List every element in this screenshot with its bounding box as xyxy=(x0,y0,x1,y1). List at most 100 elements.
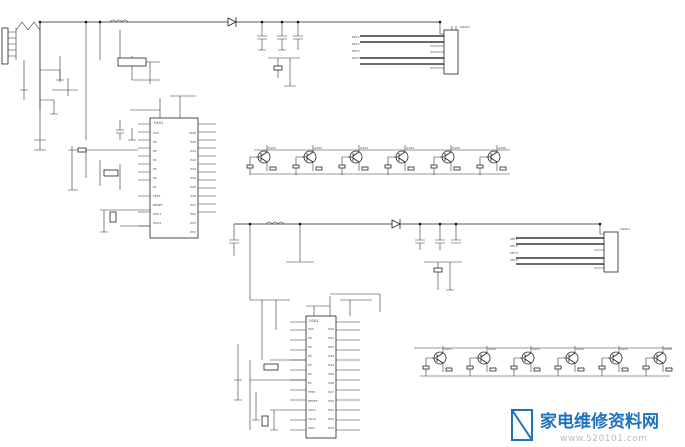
bottom-ic-pin-label: P3 xyxy=(308,363,312,367)
bottom-transistor: Q204 xyxy=(554,346,585,376)
top-driver-row xyxy=(250,149,510,175)
bottom-ic-label: U201 xyxy=(309,319,319,323)
top-ic-pin-label: VSS xyxy=(153,131,159,135)
bottom-ic-pin-label: P47 xyxy=(328,390,334,394)
bottom-transistor: Q205 xyxy=(598,346,629,376)
bottom-ic-pin-label: P46 xyxy=(328,381,334,385)
bottom-ic-pin-label: P50 xyxy=(328,399,334,403)
top-transistor: Q105 xyxy=(430,145,461,175)
bottom-ic-pin-label: P44 xyxy=(328,363,334,367)
junction-dot xyxy=(418,222,422,226)
top-ic-pin-label: P6 xyxy=(153,140,157,144)
bottom-ic-pin-label: P43 xyxy=(328,354,334,358)
top-ic-pin-label: P46 xyxy=(190,194,196,198)
top-ic-pin-label: P5 xyxy=(153,149,157,153)
top-ic-pin-label: VDD xyxy=(189,131,196,135)
junction-dot xyxy=(454,222,458,226)
junction-dot xyxy=(438,20,442,24)
bottom-transistor-label: Q202 xyxy=(488,347,496,351)
top-mcu-ic xyxy=(149,117,199,239)
bottom-ic-pin-label: P45 xyxy=(328,372,334,376)
top-connector-line-label: KEY1 xyxy=(352,35,360,39)
bottom-transistor: Q206 xyxy=(642,346,673,376)
watermark: 家电维修资料网 www.520101.com xyxy=(511,409,659,444)
bottom-ic-pin-label: P42 xyxy=(328,345,334,349)
junction-dot xyxy=(248,222,252,226)
junction-dot xyxy=(598,222,602,226)
top-ic-pin-label: P41 xyxy=(190,149,196,153)
top-ic-pin-label: TEST xyxy=(152,194,161,198)
top-ic-pin-label: P52 xyxy=(190,230,196,234)
bottom-ic-pin-label: RESET xyxy=(308,399,318,403)
top-ic-pin-label: P47 xyxy=(190,203,196,207)
bottom-ic-pin-label: P6 xyxy=(308,336,312,340)
top-ic-pin-label: P44 xyxy=(190,176,196,180)
bottom-ic-pin-label: OSC1 xyxy=(308,408,316,412)
junction-dot xyxy=(298,222,302,226)
bottom-ic-pin-label: VSS xyxy=(308,327,314,331)
junction-dot xyxy=(438,222,442,226)
top-ic-pin-label: P3 xyxy=(153,167,157,171)
top-connector-cn101 xyxy=(443,29,459,75)
top-transistor-label: Q104 xyxy=(406,146,414,150)
bottom-ic-pin-label: P51 xyxy=(328,408,334,412)
top-ic-pin-label: P42 xyxy=(190,158,196,162)
top-transistor: Q102 xyxy=(292,145,323,175)
bottom-ic-pin-label: P2 xyxy=(308,372,312,376)
top-ic-pin-label: P45 xyxy=(190,185,196,189)
junction-dot xyxy=(260,20,264,24)
bottom-connector-line-label: KEY1 xyxy=(510,237,518,241)
top-transistor-label: Q101 xyxy=(268,146,276,150)
top-connector-line-label: KEY4 xyxy=(352,56,360,60)
top-transistor: Q103 xyxy=(338,145,369,175)
top-transistor: Q106 xyxy=(476,145,507,175)
top-ic-pin-label: P4 xyxy=(153,158,157,162)
top-ic-pin-label: P51 xyxy=(190,221,196,225)
bottom-connector-line-label: KEY3 xyxy=(510,251,518,255)
bottom-ic-pin-label: P52 xyxy=(328,417,334,421)
bottom-transistor-label: Q205 xyxy=(620,347,628,351)
top-connector-line-label: KEY2 xyxy=(352,42,360,46)
bottom-transistor-label: Q206 xyxy=(664,347,672,351)
top-circuit: U101 xyxy=(1,17,510,239)
bottom-connector-label: CN201 xyxy=(620,227,630,231)
bottom-ic-pin-label: P4 xyxy=(308,354,312,358)
junction-dot xyxy=(296,20,300,24)
top-ic-pin-label: P2 xyxy=(153,176,157,180)
bottom-ic-pin-label: OSC2 xyxy=(308,417,316,421)
watermark-url: www.520101.com xyxy=(560,434,648,444)
junction-dot xyxy=(38,20,42,24)
bottom-ic-pin-label: P5 xyxy=(308,345,312,349)
bottom-transistor: Q203 xyxy=(510,346,541,376)
bottom-connector-line-label: KEY2 xyxy=(510,244,518,248)
top-transistor-label: Q106 xyxy=(498,146,506,150)
top-ic-pin-label: RESET xyxy=(153,203,163,207)
bottom-ic-pin-label: P41 xyxy=(328,336,334,340)
top-ic-pin-label: OSC1 xyxy=(153,212,161,216)
rail-diode xyxy=(227,17,237,27)
bottom-mcu-ic xyxy=(305,315,337,439)
top-ic-label: U101 xyxy=(154,121,164,125)
bottom-driver-row xyxy=(414,347,672,377)
top-ic-pin-label: P43 xyxy=(190,167,196,171)
top-transistor-label: Q105 xyxy=(452,146,460,150)
junction-dot xyxy=(280,20,284,24)
top-connector-label: CN101 xyxy=(460,25,470,29)
watermark-name: 家电维修资料网 xyxy=(540,411,659,432)
bottom-circuit: U201 xyxy=(229,219,672,439)
top-transistor-label: Q103 xyxy=(360,146,368,150)
bottom-connector-cn201 xyxy=(603,231,619,273)
bottom-transistor-label: Q201 xyxy=(444,347,452,351)
bottom-transistor-label: Q204 xyxy=(576,347,584,351)
bottom-ic-pin-label: P53 xyxy=(328,426,334,430)
bottom-ic-pin-label: VDD xyxy=(308,426,315,430)
bottom-transistor: Q201 xyxy=(422,346,453,376)
top-connector-line-label: KEY3 xyxy=(352,49,360,53)
bottom-transistor: Q202 xyxy=(466,346,497,376)
top-transistor: Q101 xyxy=(246,145,277,175)
bottom-rail-diode xyxy=(391,219,401,229)
bottom-ic-pin-label: P1 xyxy=(308,381,312,385)
